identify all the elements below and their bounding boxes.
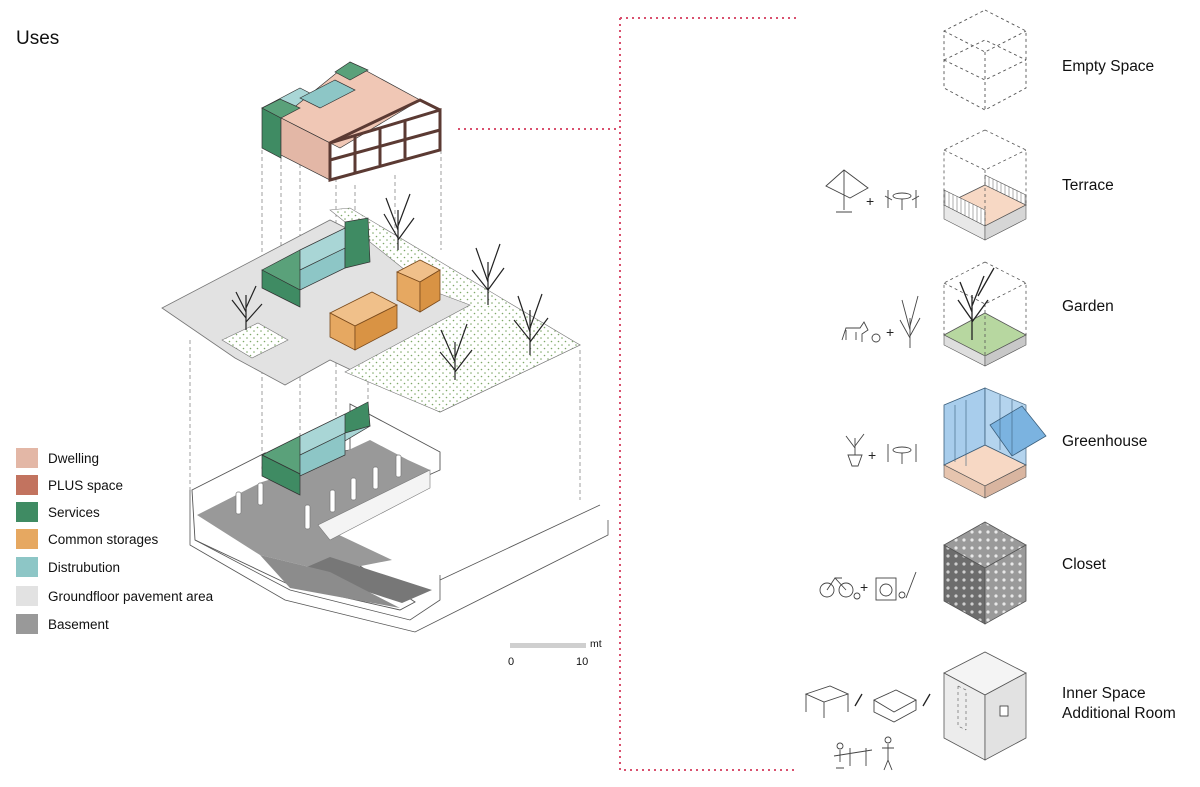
use-label-empty-space: Empty Space <box>1062 58 1155 75</box>
legend-item-common-storages: Common storages <box>16 529 158 549</box>
legend-swatch <box>16 557 38 577</box>
slash-separators <box>854 693 931 707</box>
people-icon <box>833 736 894 771</box>
use-label-garden: Garden <box>1062 298 1114 315</box>
plus-sign: + <box>866 193 874 209</box>
scale-unit: mt <box>590 638 602 650</box>
legend-swatch <box>16 614 38 634</box>
table-chairs-icon <box>884 190 920 210</box>
plus-sign: + <box>886 324 894 340</box>
plus-sign: + <box>868 447 876 463</box>
closet-icon <box>943 521 1027 625</box>
legend-label: Services <box>48 504 100 520</box>
umbrella-icon <box>825 169 869 213</box>
page-title: Uses <box>16 28 60 49</box>
use-label-greenhouse: Greenhouse <box>1062 433 1148 450</box>
use-label-inner-space: Inner Space Additional Room <box>1062 684 1176 724</box>
use-label-line: Additional Room <box>1062 705 1176 722</box>
table-chairs-icon-2 <box>887 444 917 464</box>
terrace-icon <box>943 129 1027 241</box>
plus-sign: + <box>860 579 868 595</box>
inner-room-icon <box>943 651 1027 761</box>
use-label-line: Inner Space <box>1062 685 1146 702</box>
washing-machine-icon <box>875 571 917 601</box>
legend-swatch <box>16 475 38 495</box>
garden-icon <box>943 261 1027 367</box>
groundfloor-level <box>161 193 581 413</box>
legend-item-dwelling: Dwelling <box>16 448 99 468</box>
legend-label: PLUS space <box>48 477 124 493</box>
dining-table-icon <box>804 685 850 718</box>
trees <box>231 193 549 380</box>
legend-label: Distrubution <box>48 559 121 575</box>
bed-icon <box>873 689 917 723</box>
scale-start: 0 <box>508 656 515 668</box>
dog-icon <box>841 321 881 343</box>
legend-item-services: Services <box>16 502 100 522</box>
legend-swatch <box>16 586 38 606</box>
legend-swatch <box>16 502 38 522</box>
basement-level <box>189 401 609 633</box>
use-label-closet: Closet <box>1062 556 1106 573</box>
empty-cube-icon <box>943 9 1027 111</box>
bicycle-icon <box>819 577 861 600</box>
scale-bar: mt 0 10 <box>508 636 608 676</box>
legend-item-distribution: Distrubution <box>16 557 120 577</box>
use-cubes: + + + + <box>804 9 1047 771</box>
greenhouse-icon <box>943 387 1047 499</box>
scale-end: 10 <box>576 656 589 668</box>
legend-swatch <box>16 529 38 549</box>
legend-item-groundfloor: Groundfloor pavement area <box>16 586 213 606</box>
legend-label: Groundfloor pavement area <box>48 588 214 604</box>
connector-line <box>458 17 798 771</box>
plus-signs: + + + + <box>860 193 894 595</box>
legend-item-basement: Basement <box>16 614 109 634</box>
legend-label: Basement <box>48 616 109 632</box>
potted-plant-icon <box>845 433 865 467</box>
legend-label: Common storages <box>48 531 159 547</box>
legend-label: Dwelling <box>48 450 100 466</box>
legend-swatch <box>16 448 38 468</box>
plant-icon <box>899 295 921 348</box>
scale-bar-line <box>510 643 586 648</box>
legend-item-plus-space: PLUS space <box>16 475 123 495</box>
use-label-terrace: Terrace <box>1062 177 1114 194</box>
top-level <box>261 61 442 182</box>
